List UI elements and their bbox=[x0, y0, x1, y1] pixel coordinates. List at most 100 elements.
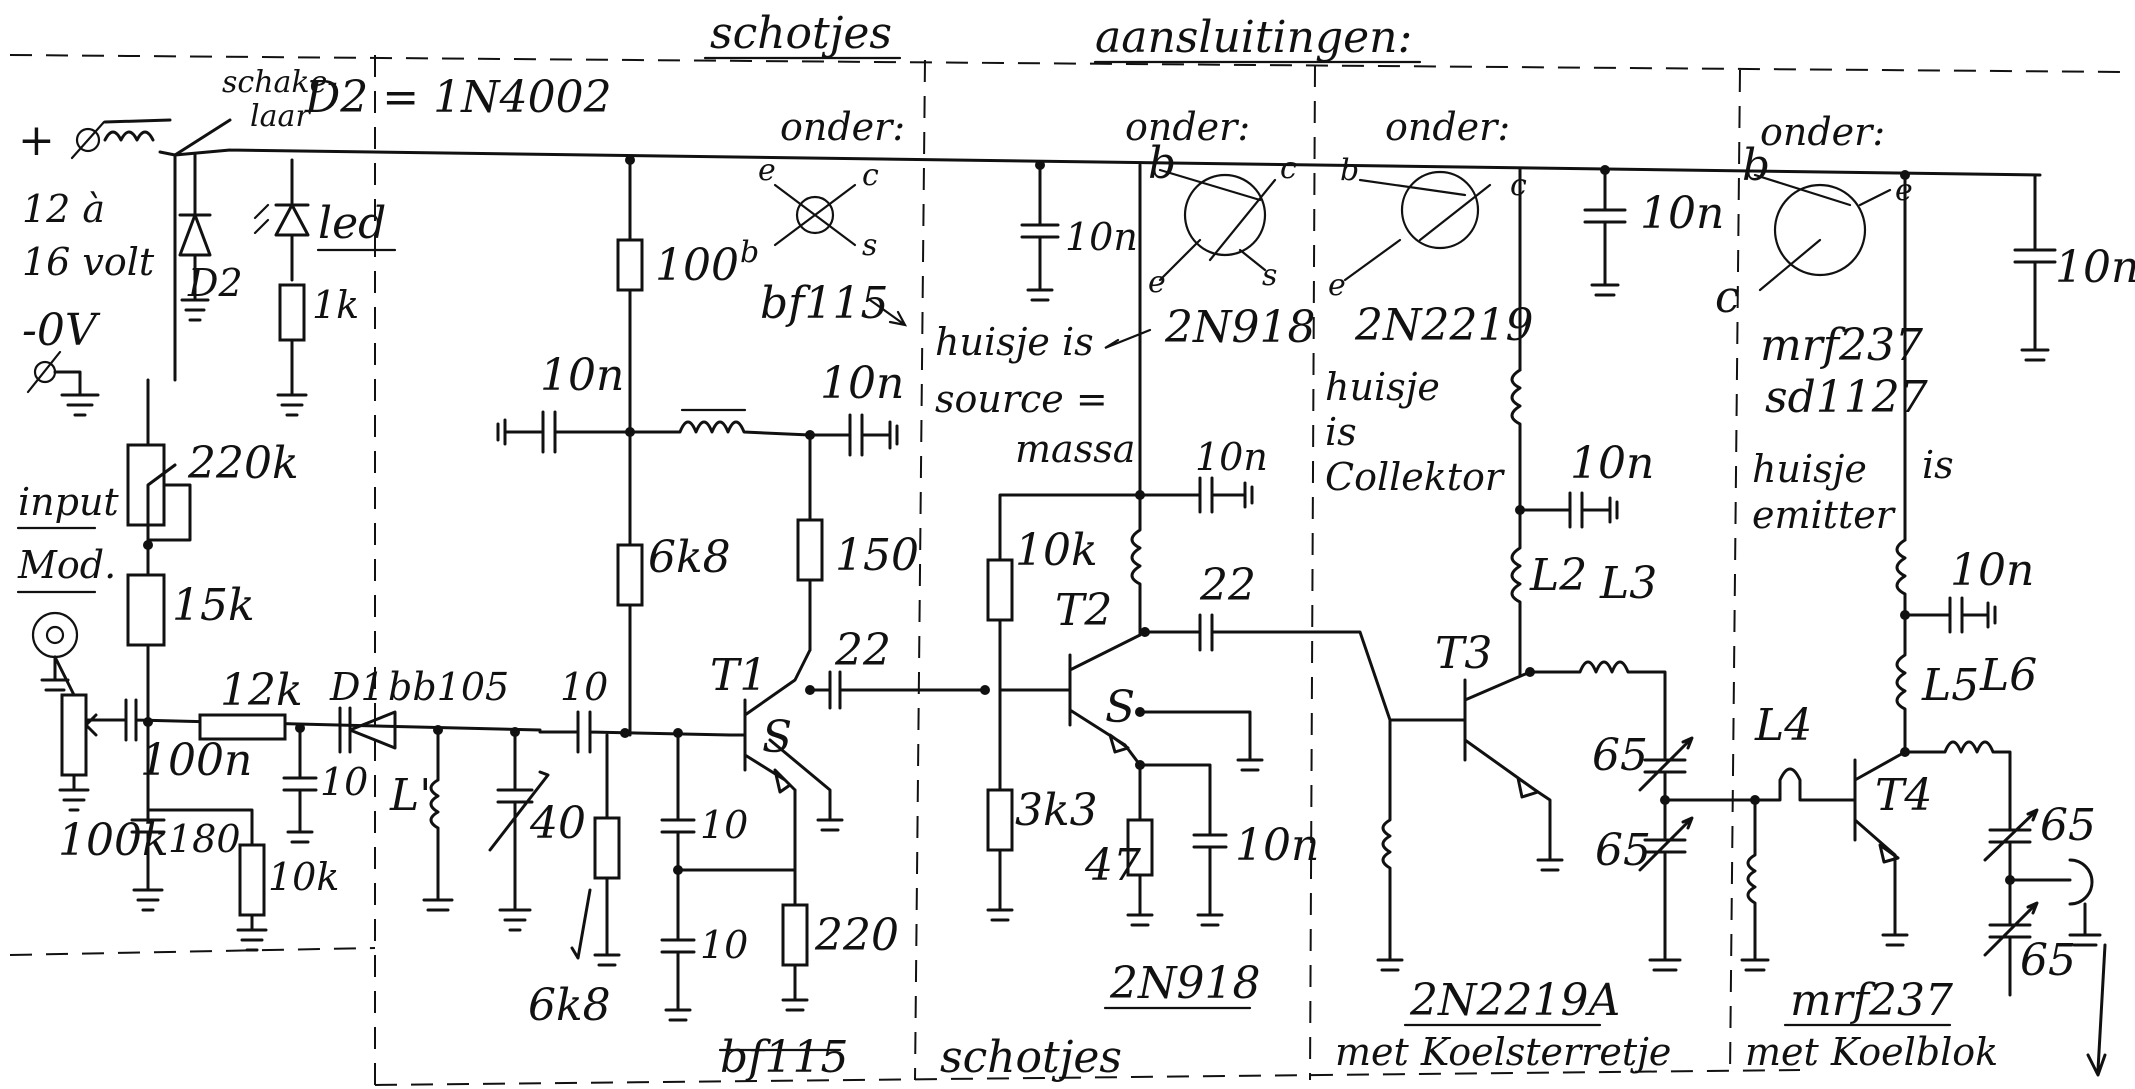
r-150-label: 150 bbox=[835, 530, 919, 581]
t3-pin-b: b bbox=[1340, 153, 1359, 188]
t2-pin-b: b bbox=[1148, 138, 1176, 189]
bf115-pin-b: b bbox=[740, 235, 759, 270]
l4-label: L4 bbox=[1754, 700, 1812, 751]
t4-is-label: is bbox=[1922, 443, 1954, 487]
c-65-t4-a-label: 65 bbox=[2040, 800, 2096, 851]
d2-diode-icon bbox=[178, 153, 212, 322]
t2-type-label: 2N918 bbox=[1109, 958, 1260, 1009]
l1-coil-icon bbox=[422, 728, 454, 912]
r-3k3-label: 3k3 bbox=[1015, 785, 1098, 836]
huisje-source-3: massa bbox=[1015, 427, 1135, 471]
c-65-t4-b-label: 65 bbox=[2020, 935, 2076, 986]
l6-coil-icon bbox=[1903, 740, 2012, 822]
input-section: input Mod. 220k 15k 100k 100n 180 10k bbox=[16, 378, 542, 952]
l2-coil-icon bbox=[1510, 508, 1522, 677]
t3-note-3: Collektor bbox=[1325, 455, 1506, 499]
l3-label: L3 bbox=[1599, 558, 1657, 609]
d2-type-label: D2 = 1N4002 bbox=[304, 72, 612, 123]
c-10-b-label: 10 bbox=[700, 923, 748, 967]
r-10k-t2-label: 10k bbox=[1015, 525, 1098, 576]
r-led-label: 1k bbox=[312, 283, 359, 327]
t4-pinout-label-1: mrf237 bbox=[1760, 320, 1923, 371]
rf-output-connector-icon[interactable] bbox=[2008, 858, 2102, 947]
r-150 bbox=[796, 518, 824, 582]
t3-rfc-coil-icon bbox=[1510, 368, 1522, 512]
supply-section: + 12 à 16 volt -0V schake- laar D2 led 1… bbox=[18, 65, 612, 417]
r-220 bbox=[781, 903, 809, 967]
plus-terminal-label: + bbox=[18, 115, 55, 166]
c-10-t1-label: 10 bbox=[560, 665, 608, 709]
switch-icon[interactable] bbox=[158, 118, 232, 382]
switch-label-line2: laar bbox=[250, 99, 311, 134]
d1-varicap-icon bbox=[338, 706, 397, 754]
t4-type-label: mrf237 bbox=[1790, 975, 1953, 1026]
t2-pin-s: s bbox=[1262, 258, 1277, 293]
t3-label: T3 bbox=[1435, 628, 1492, 679]
pot-100k bbox=[60, 693, 88, 777]
c-180-label: 180 bbox=[168, 817, 241, 861]
r-10k-t2 bbox=[986, 558, 1014, 622]
t4-transistor-icon bbox=[1828, 750, 1909, 947]
r-12k-label: 12k bbox=[220, 665, 303, 716]
onder-3: onder: bbox=[1385, 105, 1510, 149]
pot-220k bbox=[126, 443, 166, 527]
t1-label: T1 bbox=[710, 650, 767, 701]
heading-schotjes-bottom: schotjes bbox=[940, 1032, 1122, 1083]
t2-s-label: S bbox=[1105, 682, 1135, 733]
t4-pin-b: b bbox=[1742, 140, 1770, 191]
t3-note-label: met Koelsterretje bbox=[1335, 1030, 1671, 1074]
c-10n-t2-top-label: 10n bbox=[1065, 215, 1138, 259]
plus-terminal-icon bbox=[75, 127, 101, 153]
stage-t4: 10n 10n L5 L4 T4 L6 65 65 mrf237 met Koe… bbox=[1740, 170, 2135, 1077]
voltage-line2: 16 volt bbox=[22, 240, 155, 284]
c-10n-t4-mid-label: 10n bbox=[1950, 545, 2034, 596]
c-10n-t3-top-label: 10n bbox=[1640, 188, 1724, 239]
t2-pinout-icon bbox=[1183, 173, 1267, 257]
plus-inductor-icon bbox=[103, 118, 172, 142]
bf115-pinout-label: bf115 bbox=[760, 278, 888, 329]
t1-transistor-icon bbox=[728, 648, 812, 872]
input-connector-icon[interactable] bbox=[31, 611, 79, 659]
r-led-1k bbox=[278, 283, 306, 342]
led-icon bbox=[274, 158, 310, 282]
r-12k bbox=[198, 713, 287, 741]
r-100-label: 100 bbox=[655, 240, 739, 291]
r-10k-label: 10k bbox=[268, 855, 339, 899]
t3-note-2: is bbox=[1325, 410, 1357, 454]
t3-pinout-label: 2N2219 bbox=[1354, 300, 1533, 351]
c-40-label: 40 bbox=[529, 798, 586, 849]
l3-coil-icon bbox=[1528, 660, 1667, 742]
c-10n-t2-mid-label: 10n bbox=[1195, 435, 1268, 479]
stage-t2: 10n 10n 10k 3k3 T2 S 22 47 10n 2N918 bbox=[980, 160, 1442, 1010]
huisje-source-1: huisje is bbox=[935, 320, 1094, 364]
r-6k8-label: 6k8 bbox=[648, 532, 731, 583]
t4-pin-c: c bbox=[1715, 272, 1740, 323]
led-label: led bbox=[318, 198, 386, 249]
heading-aansluitingen: aansluitingen: bbox=[1095, 12, 1412, 63]
c-65-t3-b-label: 65 bbox=[1595, 825, 1651, 876]
stage-t3: 10n 10n L2 T3 L3 65 65 2N2219A met Koels… bbox=[1335, 165, 1757, 1074]
switch-label-line1: schake- bbox=[222, 65, 337, 100]
stage-t1: L' 40 10 100 6k8 10n 10n 150 T bbox=[389, 155, 987, 1083]
t2-pin-e: e bbox=[1148, 265, 1166, 300]
t3-input-coil-icon bbox=[1376, 718, 1404, 972]
supply-rail bbox=[173, 148, 2042, 177]
t4-note-2: emitter bbox=[1752, 493, 1897, 537]
input-label: input bbox=[18, 480, 119, 524]
voltage-line1: 12 à bbox=[22, 187, 105, 231]
onder-1: onder: bbox=[780, 105, 905, 149]
pot-220k-label: 220k bbox=[187, 438, 299, 489]
t3-transistor-icon bbox=[1438, 670, 1564, 872]
t2-pinout-label: 2N918 bbox=[1164, 302, 1315, 353]
pot-100k-label: 100k bbox=[58, 815, 169, 866]
bf115-pin-c: c bbox=[862, 158, 879, 193]
d2-label: D2 bbox=[187, 261, 243, 305]
c-22-t1-label: 22 bbox=[834, 625, 891, 676]
r-47-label: 47 bbox=[1084, 840, 1141, 891]
c-10n-t2-bottom-label: 10n bbox=[1235, 820, 1319, 871]
l1-label: L' bbox=[389, 770, 431, 821]
t3-pinout-icon bbox=[1400, 170, 1480, 250]
bf115-pin-e: e bbox=[758, 153, 776, 188]
t4-pinout-label-2: sd1127 bbox=[1765, 372, 1928, 423]
